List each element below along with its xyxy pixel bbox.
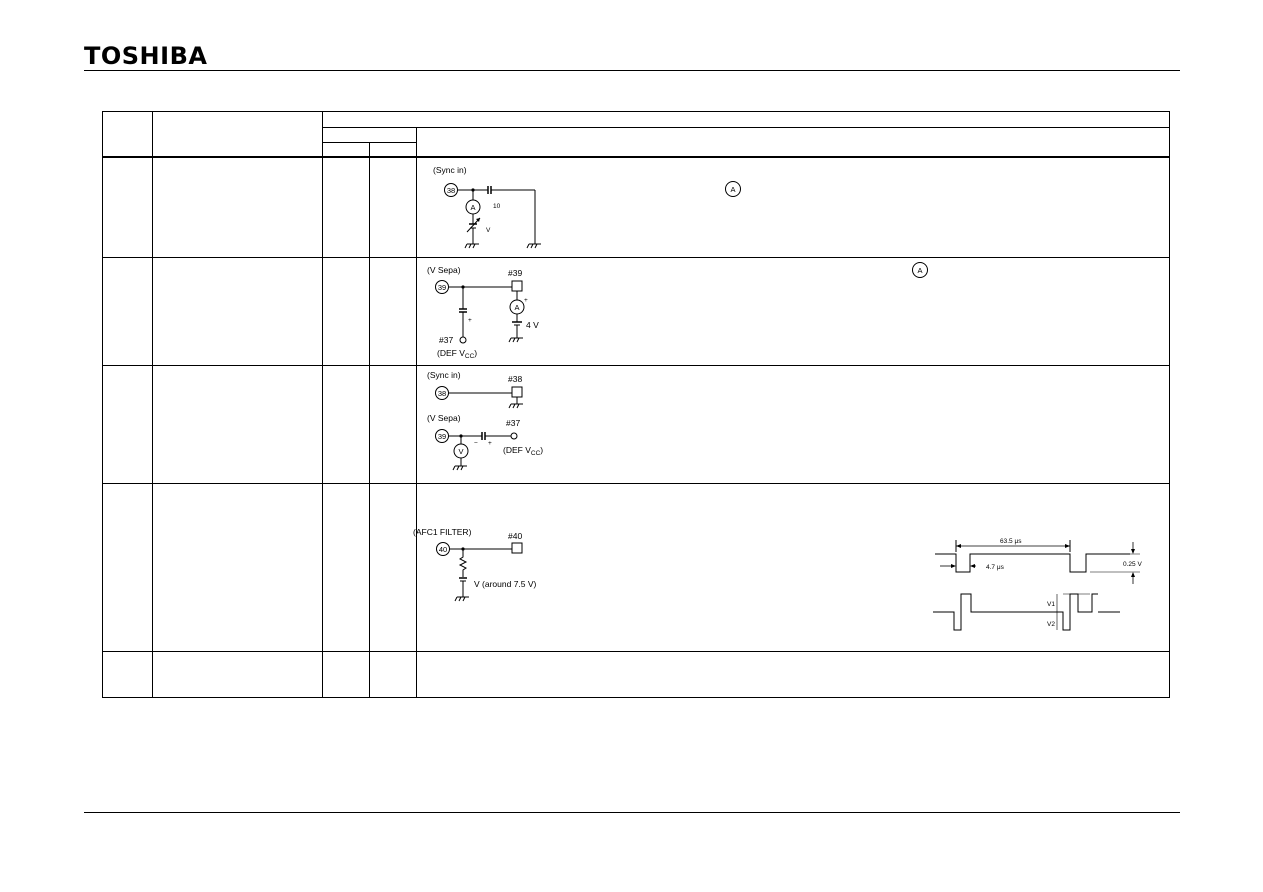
row-divider <box>102 651 1169 652</box>
header-rule <box>84 70 1180 71</box>
battery-voltage: 4 V <box>526 320 539 330</box>
period-label: 63.5 μs <box>1000 538 1022 545</box>
cap-polarity: − <box>474 440 478 447</box>
terminal-label: #37 <box>506 418 520 428</box>
pin-number: 39 <box>438 283 446 292</box>
diagram-label: (V Sepa) <box>427 265 461 275</box>
sync-width-label: 4.7 μs <box>986 564 1005 571</box>
svg-text:A: A <box>917 266 922 275</box>
header-divider <box>322 127 1169 128</box>
footer-rule <box>84 812 1180 813</box>
toshiba-logo: TOSHIBA <box>84 42 208 70</box>
row-divider <box>102 257 1169 258</box>
header-divider <box>322 142 417 143</box>
ammeter-symbol: A <box>470 203 475 212</box>
diagram-label: (V Sepa) <box>427 413 461 423</box>
voltmeter-symbol: V <box>458 447 463 456</box>
ground-icon <box>454 596 469 602</box>
sync-in-ground-circuit: (Sync in) 38 #38 (V Sepa) 39 #37 − + V (… <box>427 370 543 471</box>
ground-icon <box>464 243 479 249</box>
amplitude-label: 0.25 V <box>1123 561 1142 568</box>
pin-number: 40 <box>439 545 447 554</box>
polarity-plus: + <box>524 297 528 304</box>
v1-label: V1 <box>1047 601 1055 608</box>
terminal-label: #38 <box>508 374 522 384</box>
supply-label: (DEF VCC) <box>503 445 543 457</box>
diagram-label: 10 <box>493 203 501 210</box>
ground-icon <box>508 403 523 409</box>
column-divider <box>152 111 153 697</box>
column-divider <box>369 142 370 697</box>
ground-icon <box>508 337 523 343</box>
terminal-label: #40 <box>508 531 522 541</box>
test-terminal <box>511 280 523 292</box>
column-divider <box>416 127 417 697</box>
row-divider <box>102 483 1169 484</box>
svg-text:A: A <box>730 185 735 194</box>
pin-number: 39 <box>438 432 446 441</box>
row-divider <box>102 365 1169 366</box>
afc1-filter-test-circuit: (AFC1 FILTER) 40 #40 V (around 7.5 V) <box>413 527 537 602</box>
diagram-label: V <box>486 227 491 234</box>
cap-polarity: + <box>468 317 472 324</box>
measurement-table <box>102 111 1170 698</box>
header-bottom-divider <box>102 156 1169 158</box>
ammeter-note-icon: A <box>725 181 741 197</box>
ground-icon <box>452 465 467 471</box>
terminal-label: #37 <box>439 335 453 345</box>
timing-waveform: 63.5 μs 4.7 μs 0.25 V V1 V2 <box>933 538 1142 631</box>
v-sepa-test-circuit: (V Sepa) 39 #39 A + 4 V + #37 (DEF VCC) <box>427 265 539 360</box>
diagram-label: (Sync in) <box>427 370 461 380</box>
v2-label: V2 <box>1047 621 1055 628</box>
test-terminal <box>511 386 523 398</box>
pin-number: 38 <box>447 186 455 195</box>
column-divider <box>322 111 323 697</box>
diagram-label: (Sync in) <box>433 165 467 175</box>
supply-label: (DEF VCC) <box>437 348 477 360</box>
ammeter-note-icon: A <box>912 262 928 278</box>
ammeter-symbol: A <box>514 303 519 312</box>
cap-polarity: + <box>488 440 492 447</box>
sync-in-test-circuit: (Sync in) 38 A 10 V <box>433 165 541 249</box>
diagram-label: (AFC1 FILTER) <box>413 527 472 537</box>
terminal-label: #39 <box>508 268 522 278</box>
ground-icon <box>526 243 541 249</box>
test-terminal <box>511 542 523 554</box>
table-frame <box>102 111 1170 698</box>
bias-voltage-label: V (around 7.5 V) <box>474 579 537 589</box>
pin-number: 38 <box>438 389 446 398</box>
